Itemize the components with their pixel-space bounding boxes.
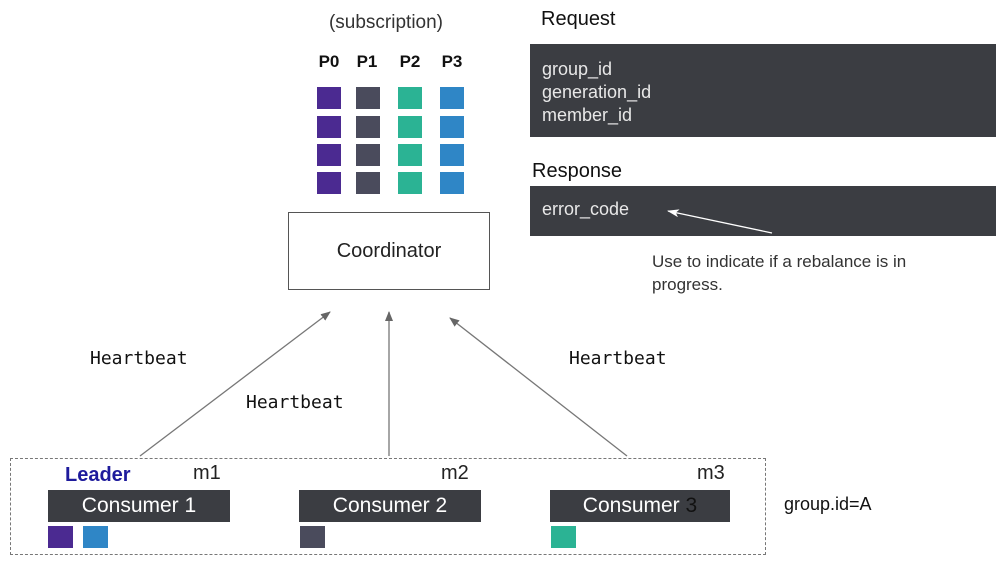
- partition-square-p3: [440, 116, 464, 138]
- member-label-m1: m1: [193, 462, 221, 484]
- heartbeat-arrow-consumer-1: [139, 311, 331, 457]
- partition-square-p0: [317, 116, 341, 138]
- request-title: Request: [541, 8, 616, 30]
- consumer-2-label: Consumer 2: [332, 494, 448, 517]
- assigned-partition-square: [48, 526, 73, 548]
- partition-square-p2: [398, 172, 422, 194]
- coordinator-box: Coordinator: [288, 212, 490, 290]
- response-field: error_code: [542, 199, 630, 219]
- consumer-3-box: Consumer 3: [550, 490, 730, 522]
- request-field: group_id: [542, 59, 613, 79]
- partition-label-p2: P2: [399, 52, 421, 71]
- assigned-partition-square: [83, 526, 108, 548]
- request-field: member_id: [542, 105, 633, 125]
- partition-square-p0: [317, 87, 341, 109]
- partition-square-p2: [398, 87, 422, 109]
- member-label-m2: m2: [441, 462, 469, 484]
- leader-label: Leader: [65, 464, 131, 486]
- partition-square-p1: [356, 144, 380, 166]
- request-field: generation_id: [542, 82, 652, 102]
- assigned-partition-square: [300, 526, 325, 548]
- partition-square-p1: [356, 116, 380, 138]
- consumer-1-box: Consumer 1: [48, 490, 230, 522]
- note-pointer-arrow: [667, 209, 773, 234]
- partition-label-p3: P3: [441, 52, 463, 71]
- consumer-3-suffix: 3: [685, 494, 698, 517]
- consumer-3-label: Consumer: [582, 494, 686, 517]
- heartbeat-label-center: Heartbeat: [246, 392, 344, 413]
- consumer-2-box: Consumer 2: [299, 490, 481, 522]
- group-id-label: group.id=A: [784, 494, 872, 514]
- partition-label-p0: P0: [318, 52, 340, 71]
- heartbeat-label-left: Heartbeat: [90, 348, 188, 369]
- member-label-m3: m3: [697, 462, 725, 484]
- response-title: Response: [532, 160, 623, 182]
- partition-square-p0: [317, 172, 341, 194]
- request-box: group_id generation_id member_id: [530, 44, 996, 137]
- partition-square-p0: [317, 144, 341, 166]
- response-note: Use to indicate if a rebalance is in pro…: [652, 252, 907, 294]
- subscription-label: (subscription): [328, 12, 444, 33]
- partition-square-p1: [356, 87, 380, 109]
- partition-square-p3: [440, 87, 464, 109]
- partition-square-p2: [398, 116, 422, 138]
- consumer-1-label: Consumer 1: [81, 494, 197, 517]
- heartbeat-label-right: Heartbeat: [569, 348, 667, 369]
- assigned-partition-square: [551, 526, 576, 548]
- response-box: error_code: [530, 186, 996, 236]
- coordinator-label: Coordinator: [336, 239, 442, 262]
- partition-square-p1: [356, 172, 380, 194]
- partition-label-p1: P1: [356, 52, 378, 71]
- partition-square-p3: [440, 144, 464, 166]
- consumer-group-box: [10, 458, 766, 555]
- partition-square-p3: [440, 172, 464, 194]
- heartbeat-arrow-consumer-3: [449, 317, 628, 457]
- partition-square-p2: [398, 144, 422, 166]
